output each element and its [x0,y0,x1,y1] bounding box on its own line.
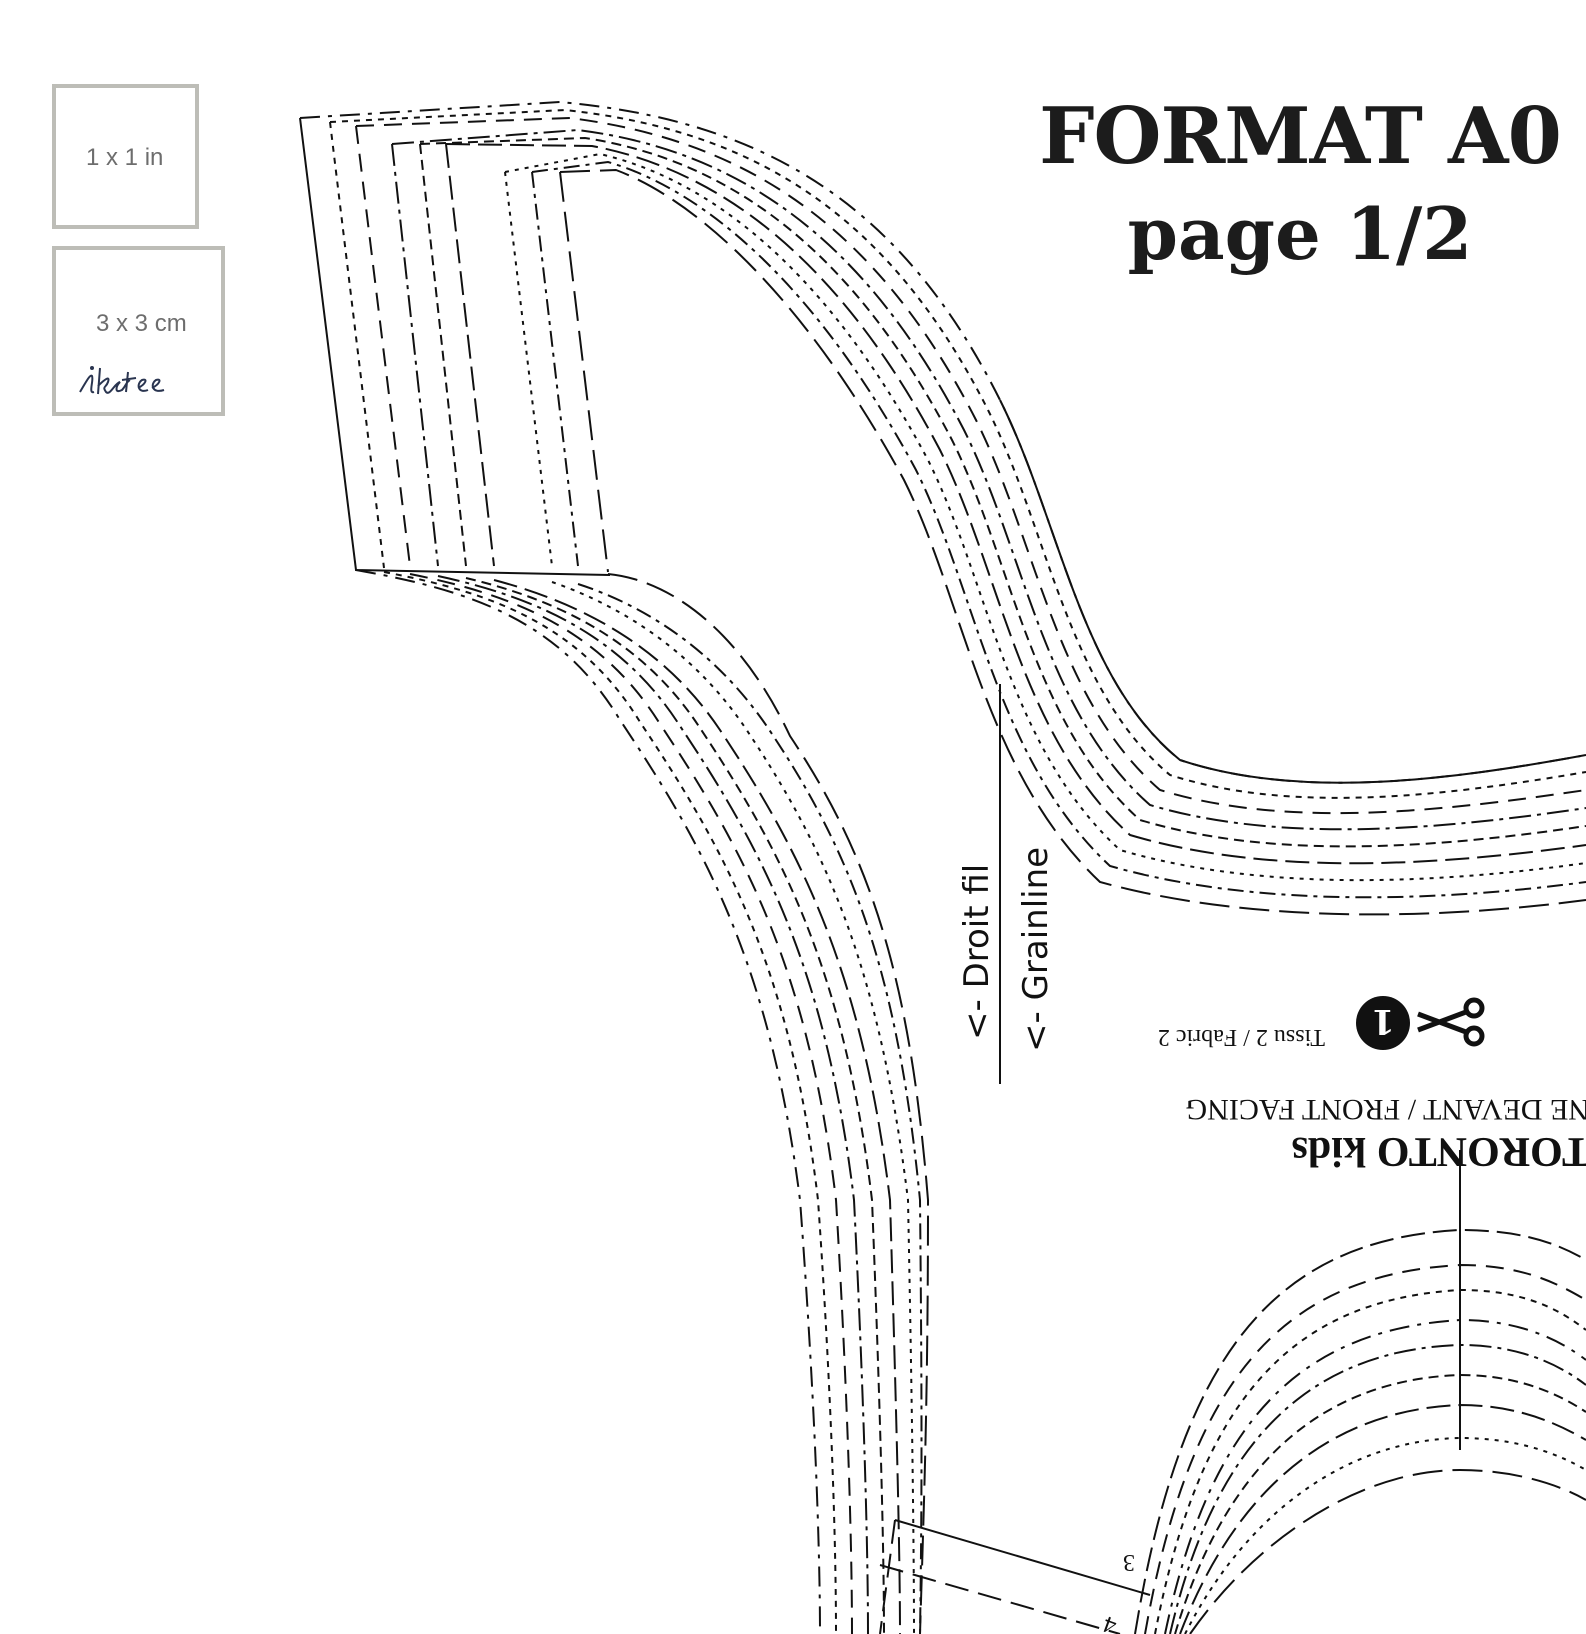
grainline-label-fr: <- Droit fil [957,864,997,1040]
format-title-line2: page 1/2 [1127,191,1473,276]
format-title: FORMAT A0 page 1/2 [1020,98,1580,270]
notch-label-4: 4 [1100,1610,1120,1634]
fabric-label: Tissu 2 / Fabric 2 [1158,1024,1325,1050]
test-square-inch: 1 x 1 in [52,84,199,229]
scissors-icon [1417,997,1485,1047]
notch-label-3: 3 [1123,1549,1135,1575]
ikatee-logo [79,366,165,395]
grainline-label-en: <- Grainline [1016,847,1056,1052]
test-square-cm-label: 3 x 3 cm [96,310,187,337]
right-piece-size-lines [1134,1150,1586,1634]
format-title-line1: FORMAT A0 [1039,91,1562,182]
piece-number-badge: 1 [1356,996,1410,1050]
left-piece-size-lines [299,100,1586,1634]
piece-name-label: NE DEVANT / FRONT FACING [1186,1093,1586,1126]
piece-number: 1 [1371,1001,1395,1041]
test-square-cm: 3 x 3 cm [52,246,225,416]
pattern-name-label: TORONTO kids [1292,1128,1586,1174]
test-square-inch-label: 1 x 1 in [86,144,164,171]
